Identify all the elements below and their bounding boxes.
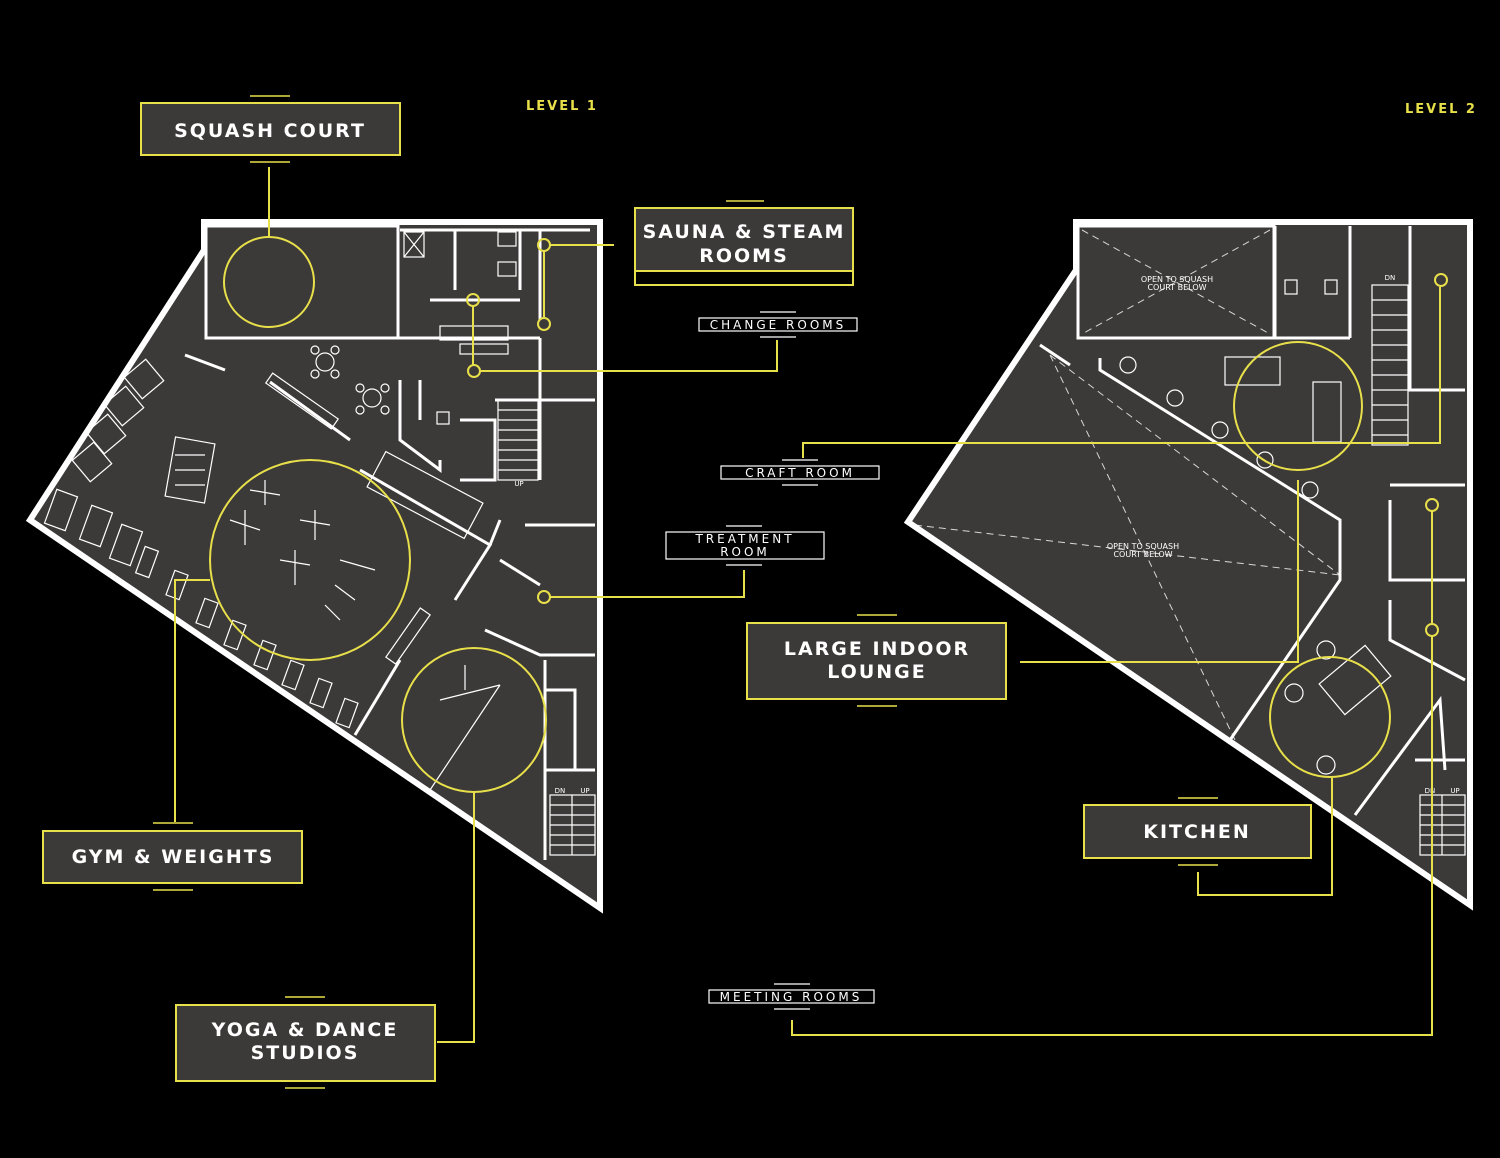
level-1-stairs-a <box>497 399 539 481</box>
lounge-furniture <box>1119 279 1392 775</box>
yoga-dance-label: YOGA & DANCE STUDIOS <box>175 996 436 1089</box>
level-1-outline <box>25 219 603 914</box>
change-rooms-label: CHANGE ROOMS <box>698 311 858 338</box>
open-squash-top-note-2: COURT BELOW <box>1147 283 1206 292</box>
level-1-stairs-dn-label: DN <box>555 787 566 795</box>
level-1-floorplan: UP DN UP <box>25 219 603 914</box>
sauna-steam-label: SAUNA & STEAM ROOMS <box>634 200 854 286</box>
kitchen-text: KITCHEN <box>1143 821 1250 843</box>
level-2-label: LEVEL 2 <box>1405 102 1477 117</box>
level-2-stairs-a <box>1371 284 1409 446</box>
craft-room-text: CRAFT ROOM <box>745 466 855 480</box>
meeting-rooms-label: MEETING ROOMS <box>708 983 875 1010</box>
craft-room-label: CRAFT ROOM <box>720 459 880 486</box>
kitchen-label: KITCHEN <box>1083 797 1312 866</box>
squash-court-marker <box>223 236 315 328</box>
connector-lines <box>174 167 1448 1043</box>
open-squash-main-note-2: COURT BELOW <box>1113 550 1172 559</box>
level-2-outline <box>903 219 1473 911</box>
gym-equipment <box>43 345 484 729</box>
kitchen-marker <box>1269 656 1391 778</box>
gym-weights-label: GYM & WEIGHTS <box>42 822 303 891</box>
gym-weights-text: GYM & WEIGHTS <box>72 846 275 868</box>
lounge-text-2: LOUNGE <box>827 661 927 683</box>
treatment-text-1: TREATMENT <box>694 532 794 546</box>
treatment-room-label: TREATMENT ROOM <box>665 525 825 566</box>
lounge-label: LARGE INDOOR LOUNGE <box>746 614 1007 707</box>
level-2-stairs-up-label: UP <box>1450 787 1459 795</box>
craft-room-marker <box>1233 341 1363 471</box>
sauna-text-1: SAUNA & STEAM <box>643 221 846 243</box>
change-rooms-text: CHANGE ROOMS <box>710 318 846 332</box>
level-2-stairs-b <box>1419 794 1466 856</box>
level-1-stairs-up-label: UP <box>514 480 523 488</box>
yoga-text-1: YOGA & DANCE <box>211 1019 399 1041</box>
level-1-label: LEVEL 1 <box>526 99 598 114</box>
open-squash-main-note-1: OPEN TO SQUASH <box>1107 542 1179 551</box>
yoga-text-2: STUDIOS <box>251 1042 360 1064</box>
sauna-text-2: ROOMS <box>699 245 789 267</box>
level-2-stairs-dn-label-2: DN <box>1425 787 1436 795</box>
treatment-text-2: ROOM <box>720 545 770 559</box>
meeting-rooms-text: MEETING ROOMS <box>720 990 863 1004</box>
squash-court-label: SQUASH COURT <box>140 95 401 163</box>
open-squash-top-note-1: OPEN TO SQUASH <box>1141 275 1213 284</box>
level-1-stairs-up-label-2: UP <box>580 787 589 795</box>
gym-weights-marker <box>209 459 411 661</box>
level-2-stairs-dn-label: DN <box>1385 274 1396 282</box>
lounge-text-1: LARGE INDOOR <box>784 638 970 660</box>
level-1-stairs-b <box>549 794 596 856</box>
squash-court-text: SQUASH COURT <box>174 120 366 142</box>
level-2-floorplan: OPEN TO SQUASH COURT BELOW OPEN TO SQUAS… <box>903 219 1473 911</box>
